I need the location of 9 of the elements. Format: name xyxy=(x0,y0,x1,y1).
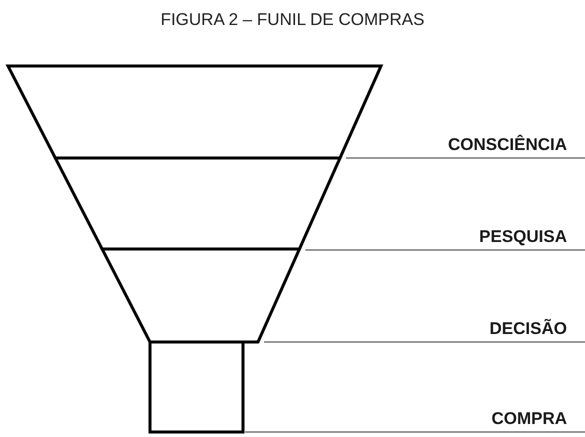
figure-title: FIGURA 2 – FUNIL DE COMPRAS xyxy=(160,10,426,30)
stage-label: DECISÃO xyxy=(380,317,585,341)
stage-label: CONSCIÊNCIA xyxy=(380,133,585,157)
funnel-section xyxy=(100,248,302,344)
funnel-base xyxy=(148,340,244,434)
funnel-section xyxy=(6,64,384,160)
stage-label: COMPRA xyxy=(380,407,585,431)
stage-label: PESQUISA xyxy=(380,225,585,249)
funnel-section xyxy=(52,156,342,250)
